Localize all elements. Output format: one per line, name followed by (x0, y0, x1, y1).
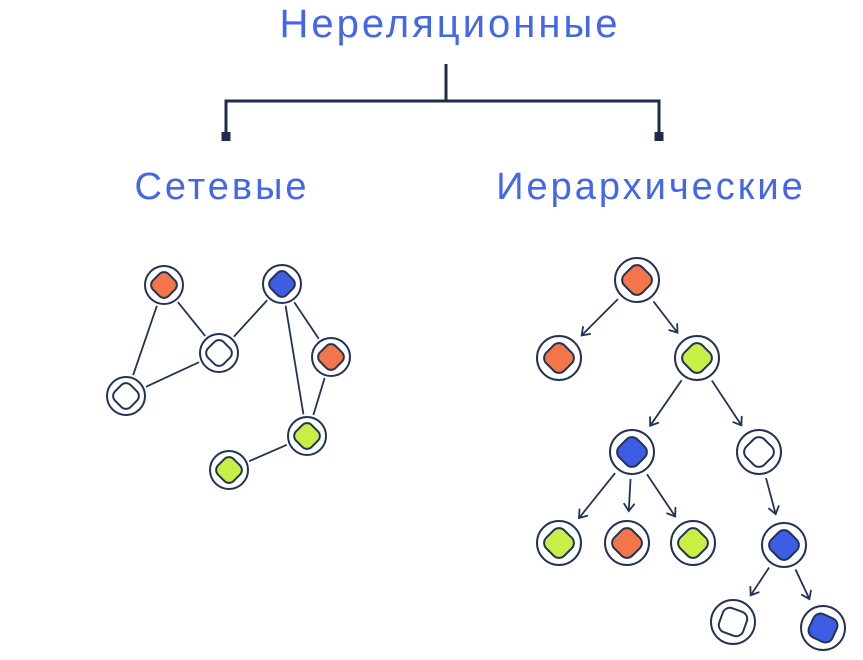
tree-node-diamond-orange (611, 527, 643, 559)
tree-node-diamond-green (681, 342, 713, 374)
tree-arrow (652, 300, 679, 334)
bracket-endpoint-left (221, 132, 231, 141)
network-node-diamond-orange (150, 271, 178, 299)
branch-label-hierarchical: Иерархические (496, 166, 806, 208)
network-node (106, 376, 146, 416)
network-graph (106, 264, 351, 490)
tree-arrow (711, 380, 743, 427)
bracket-endpoint-right (654, 132, 664, 141)
network-edge (312, 377, 326, 416)
tree-node (604, 520, 650, 566)
tree-node (536, 335, 582, 381)
tree-node-diamond-green (677, 527, 709, 559)
network-node (144, 265, 184, 305)
network-node-diamond-white (112, 382, 140, 410)
tree-node (674, 335, 720, 381)
tree-node (536, 520, 582, 566)
network-node-diamond-green (293, 422, 321, 450)
bracket-span-line (224, 99, 661, 133)
tree-node (761, 522, 807, 568)
tree-node-diamond-blue (807, 612, 839, 644)
tree-node-diamond-orange (621, 264, 653, 296)
branch-label-network: Сетевые (134, 166, 310, 208)
tree-arrow (580, 298, 619, 337)
network-edge (132, 305, 158, 376)
tree-arrow (578, 472, 616, 520)
tree-arrow (646, 473, 677, 518)
network-edge (284, 305, 305, 415)
tree-node-diamond-white (743, 436, 775, 468)
page-title: Нереляционные (279, 2, 621, 46)
tree-node (670, 520, 716, 566)
network-edge (177, 301, 206, 337)
tree-arrow (623, 478, 636, 513)
network-node-diamond-orange (317, 343, 345, 371)
network-node (199, 333, 239, 373)
hierarchical-tree (536, 257, 846, 651)
tree-node (609, 429, 655, 475)
network-node (262, 264, 302, 304)
tree-node (710, 599, 756, 645)
network-edge (248, 443, 288, 463)
network-node-diamond-white (205, 339, 233, 367)
tree-node (800, 605, 846, 651)
network-node-diamond-blue (268, 270, 296, 298)
tree-node-diamond-blue (768, 529, 800, 561)
tree-node-diamond-orange (543, 342, 575, 374)
tree-node-diamond-white (717, 606, 749, 638)
tree-node (736, 429, 782, 475)
tree-arrow (794, 569, 812, 601)
network-node (287, 416, 327, 456)
tree-arrow (749, 567, 770, 597)
tree-node (614, 257, 660, 303)
tree-arrow (765, 477, 780, 516)
network-node-diamond-green (215, 456, 243, 484)
tree-node-diamond-blue (616, 436, 648, 468)
network-edge (233, 299, 268, 338)
bracket-connector (221, 64, 664, 141)
tree-node-diamond-green (543, 527, 575, 559)
network-node (311, 337, 351, 377)
network-edge (293, 301, 320, 340)
network-node (209, 450, 249, 490)
tree-arrow (649, 379, 683, 427)
network-edge (145, 361, 200, 388)
